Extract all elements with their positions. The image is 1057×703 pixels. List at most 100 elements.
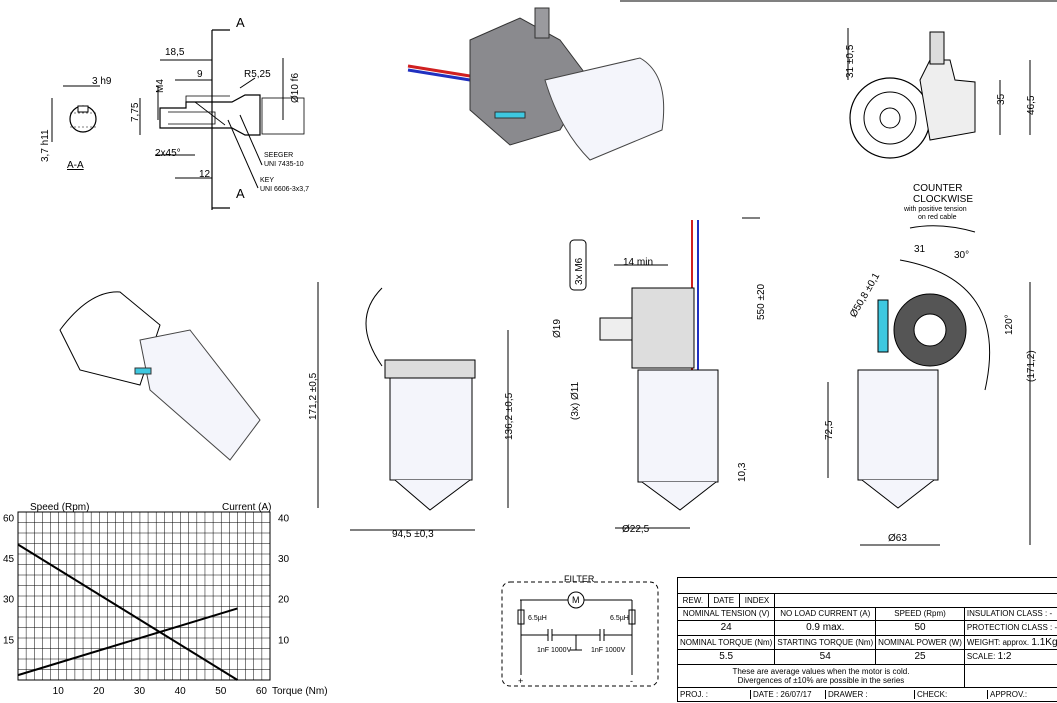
- title-block: REW. DATE INDEX NOMINAL TENSION (V) NO L…: [676, 576, 1057, 702]
- key-label: KEY: [260, 177, 274, 184]
- tb-rew: REW.: [677, 593, 709, 609]
- label-nominal-power: NOMINAL POWER (W): [875, 634, 965, 650]
- current-line: [17, 607, 238, 677]
- footer-drawer: DRAWER :: [826, 690, 915, 700]
- footer-approv: APPROV.:: [990, 690, 1028, 700]
- y2-axis-label: Current (A): [222, 502, 271, 513]
- value-insulation: -: [1049, 609, 1053, 619]
- section-arrow-top: A: [236, 15, 245, 30]
- value-starting-torque: 54: [774, 648, 877, 665]
- section-label: A-A: [67, 160, 84, 171]
- tb-index: INDEX: [738, 593, 776, 609]
- isometric-view-top: [407, 7, 665, 161]
- dim-7-75: 7,75: [130, 102, 141, 122]
- label-protection: PROTECTION CLASS :: [966, 623, 1053, 633]
- inductor-right-label: 6.5µH: [610, 615, 629, 622]
- cap-right-label: 1nF 1000V: [591, 647, 626, 654]
- dim-chamfer: 2x45°: [155, 148, 181, 159]
- rotation-title-1: COUNTER: [913, 183, 962, 194]
- rear-view: [827, 259, 1031, 546]
- dim-3xd11: (3x) Ø11: [570, 381, 581, 420]
- y2-tick-label: 10: [278, 635, 290, 646]
- label-starting-torque: STARTING TORQUE (Nm): [774, 634, 877, 650]
- dim-12: 12: [199, 169, 211, 180]
- rotation-title-2: CLOCKWISE: [913, 194, 973, 205]
- cap-left-label: 1nF 1000V: [537, 647, 572, 654]
- end-view: [847, 28, 1031, 159]
- section-view: [51, 29, 305, 210]
- dim-r5-25: R5,25: [244, 69, 271, 80]
- x-tick-label: 30: [134, 686, 146, 697]
- label-insulation: INSULATION CLASS :: [966, 609, 1048, 619]
- label-nominal-torque: NOMINAL TORQUE (Nm): [676, 634, 776, 650]
- dim-171-2: 171,2 ±0,5: [308, 372, 319, 420]
- dim-d19: Ø19: [552, 319, 563, 338]
- dim-10-3: 10,3: [737, 462, 748, 482]
- label-scale: SCALE:: [966, 652, 996, 662]
- inductor-left-label: 6.5µH: [528, 615, 547, 622]
- dim-18-5: 18,5: [165, 47, 185, 58]
- rotation-note-1: with positive tension: [903, 206, 967, 213]
- dim-d50-8: Ø50,8 ±0,1: [848, 271, 882, 320]
- dim-171-2-ref: (171,2): [1026, 350, 1037, 382]
- y-tick-label: 15: [3, 635, 15, 646]
- y-axis-label: Speed (Rpm): [30, 502, 89, 513]
- key-std: UNI 6606-3x3,7: [260, 186, 309, 193]
- section-labels: 3 h9 3,7 h11 A-A A A 18,5 9 R5,25 M4 7,7…: [40, 15, 309, 201]
- value-scale: 1:2: [997, 651, 1012, 663]
- dim-136-2: 136,2 ±0,5: [504, 392, 515, 440]
- speed-line: [17, 543, 239, 681]
- y-tick-label: 45: [3, 554, 15, 565]
- footer-date: DATE :: [753, 690, 779, 700]
- note-line-2: Divergences of ±10% are possible in the …: [737, 675, 905, 685]
- terminal-minus: -: [630, 676, 633, 686]
- x-tick-label: 20: [93, 686, 105, 697]
- motor-label: M: [572, 595, 580, 605]
- tb-date: DATE: [707, 593, 740, 609]
- note-line-1: These are average values when the motor …: [732, 666, 910, 676]
- x-axis-label: Torque (Nm): [272, 686, 328, 697]
- dim-30deg: 30°: [954, 250, 969, 261]
- dim-m4: M4: [155, 79, 166, 93]
- dim-rear-31: 31: [914, 244, 926, 255]
- y-tick-label: 60: [3, 513, 15, 524]
- isometric-view-left: [59, 291, 261, 461]
- y2-tick-label: 20: [278, 595, 290, 606]
- y-tick-label: 30: [3, 595, 15, 606]
- seeger-std: UNI 7435-10: [264, 161, 304, 168]
- dim-46-5: 46,5: [1026, 95, 1037, 115]
- dim-35: 35: [996, 93, 1007, 105]
- weight-approx: approx.: [1002, 637, 1030, 647]
- plot-frame: [17, 511, 271, 681]
- y2-tick-label: 40: [278, 513, 290, 524]
- dim-d10: Ø10 f6: [290, 73, 301, 103]
- dim-31: 31 ±0,5: [845, 44, 856, 78]
- dim-3xm6: 3x M6: [574, 257, 585, 285]
- seeger-label: SEEGER: [264, 152, 293, 159]
- dim-9: 9: [197, 69, 203, 80]
- footer-proj: PROJ. :: [678, 690, 751, 700]
- filter-schematic: [501, 581, 659, 687]
- filter-title: FILTER: [564, 574, 595, 584]
- value-nominal-tension: 24: [676, 619, 776, 636]
- label-speed: SPEED (Rpm): [875, 607, 965, 621]
- value-weight: 1.1Kg: [1031, 636, 1057, 648]
- rotation-arrow: [909, 225, 976, 233]
- x-tick-label: 50: [215, 686, 227, 697]
- tb-blank: [677, 576, 1057, 595]
- value-nominal-power: 25: [875, 648, 965, 665]
- value-no-load-current: 0.9 max.: [774, 619, 877, 636]
- value-nominal-torque: 5.5: [676, 648, 776, 665]
- dim-550: 550 ±20: [756, 283, 767, 320]
- value-speed: 50: [875, 619, 965, 636]
- dim-14min: 14 min: [623, 257, 653, 268]
- shaft-tolerance-dim: 3,7 h11: [40, 129, 51, 162]
- dim-72-5: 72,5: [824, 420, 835, 440]
- label-nominal-tension: NOMINAL TENSION (V): [676, 607, 776, 621]
- terminal-plus: +: [518, 676, 523, 686]
- x-tick-label: 60: [256, 686, 268, 697]
- x-tick-label: 10: [53, 686, 65, 697]
- dim-120deg: 120°: [1004, 314, 1015, 335]
